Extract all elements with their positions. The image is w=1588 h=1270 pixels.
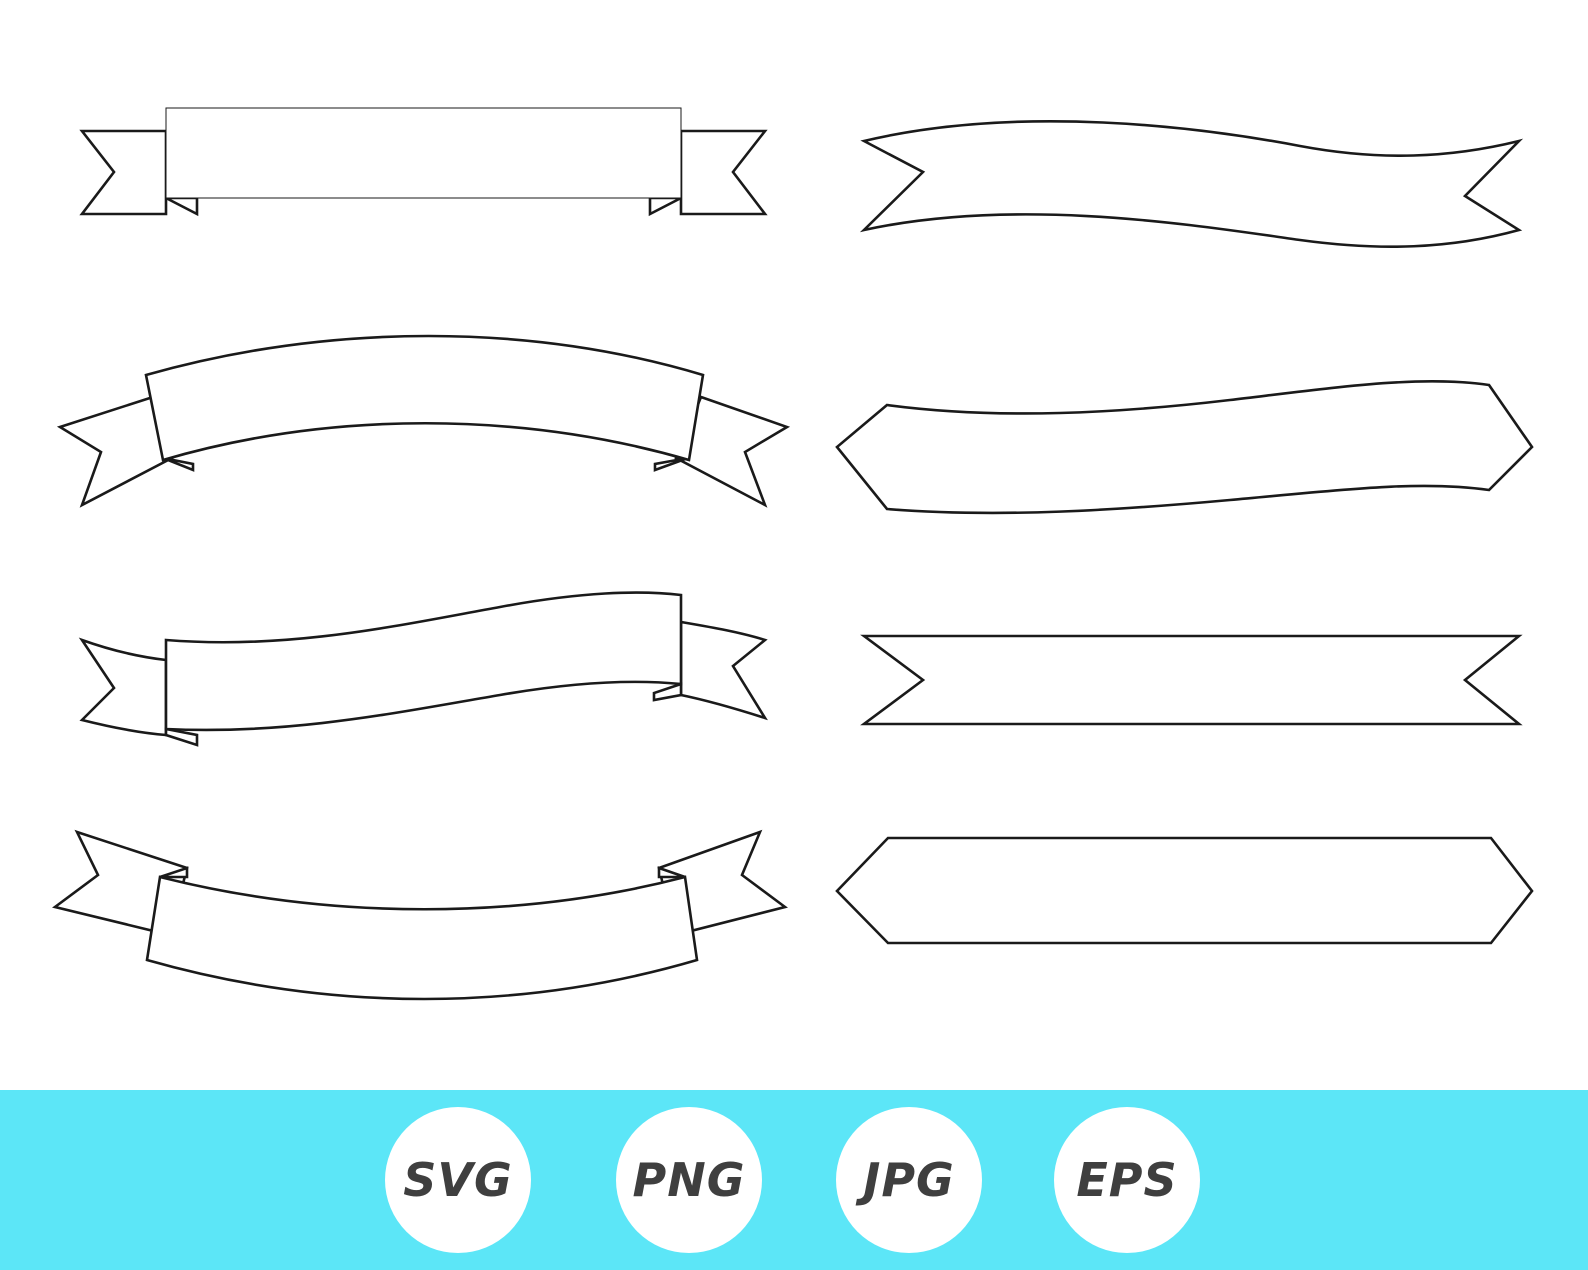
eps-format-label: EPS [1076, 1153, 1178, 1207]
format-bar: SVG PNG JPG EPS [0, 1090, 1588, 1270]
eps-format-badge: EPS [1054, 1107, 1200, 1253]
arched-banner-folded-ends [56, 334, 791, 508]
straight-pointed-plaque [835, 836, 1534, 945]
png-format-badge: PNG [616, 1107, 762, 1253]
svg-format-badge: SVG [385, 1107, 531, 1253]
wavy-streamer-notched [859, 120, 1524, 249]
straight-banner-folded-ends [79, 107, 768, 217]
jpg-format-badge: JPG [836, 1107, 982, 1253]
wavy-pointed-plaque [835, 380, 1534, 515]
svg-format-label: SVG [403, 1153, 513, 1207]
curved-banner-raised-tails [52, 829, 788, 1001]
straight-notched-banner [860, 634, 1523, 726]
ribbon-collection [52, 107, 1534, 1001]
wavy-banner-folded-ends [78, 591, 768, 747]
jpg-format-label: JPG [863, 1153, 955, 1207]
png-format-label: PNG [632, 1153, 746, 1207]
